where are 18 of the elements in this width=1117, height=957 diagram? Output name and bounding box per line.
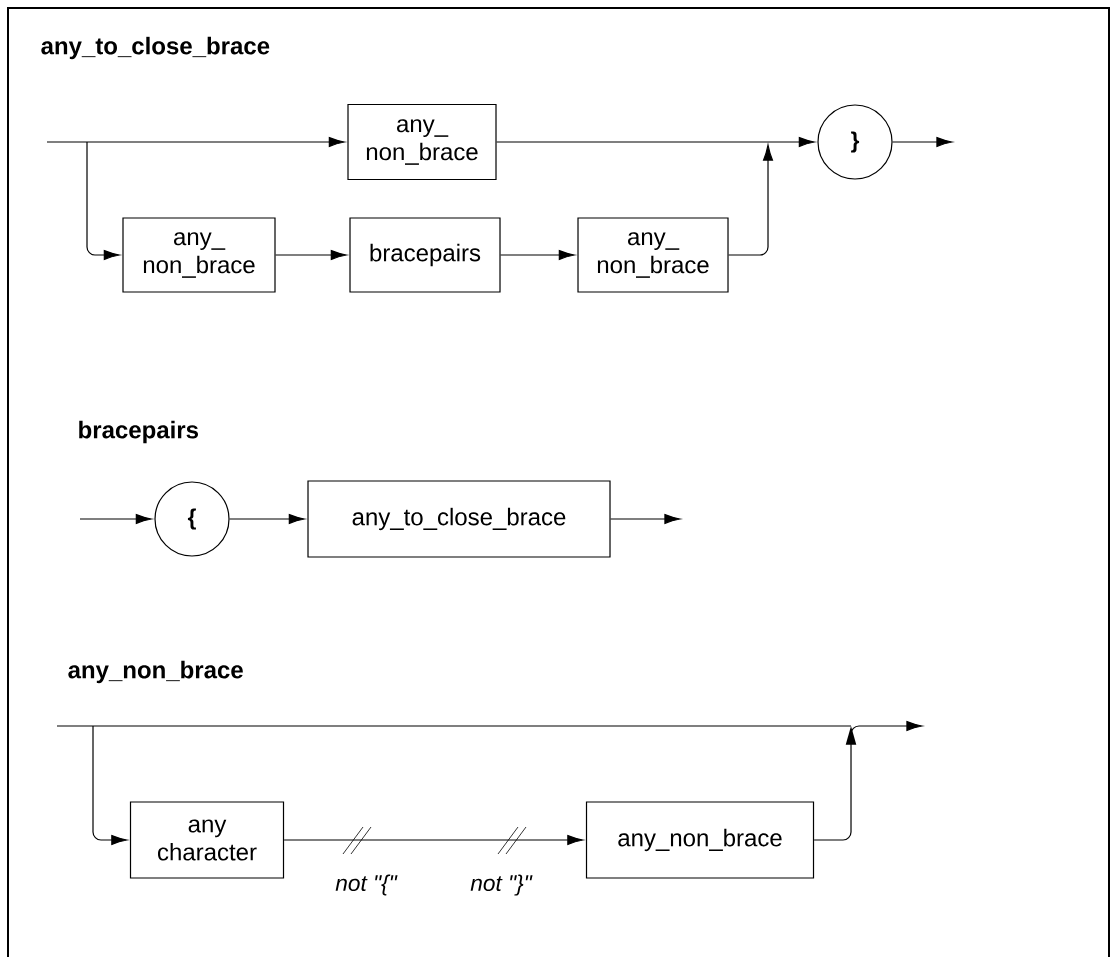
connector-arrow xyxy=(892,137,953,147)
connector-arrow xyxy=(610,514,681,524)
condition-label: not "}" xyxy=(470,874,533,896)
connector-arrow xyxy=(56,725,852,845)
connector-arrow xyxy=(229,514,305,524)
connector-arrow xyxy=(283,835,584,845)
condition-label: not "{" xyxy=(335,874,398,896)
connector-arrow xyxy=(813,721,923,841)
connector-arrow xyxy=(86,141,120,261)
connector-arrow xyxy=(275,250,347,261)
connector-arrow xyxy=(728,144,773,256)
connector-arrow xyxy=(496,137,815,147)
connector-arrow xyxy=(46,137,345,147)
section-heading: any_non_brace xyxy=(68,660,243,684)
connector-arrow xyxy=(500,250,575,261)
section-heading: bracepairs xyxy=(79,420,198,444)
section-heading: any_to_close_brace xyxy=(41,36,270,60)
connector-arrow xyxy=(79,514,152,524)
